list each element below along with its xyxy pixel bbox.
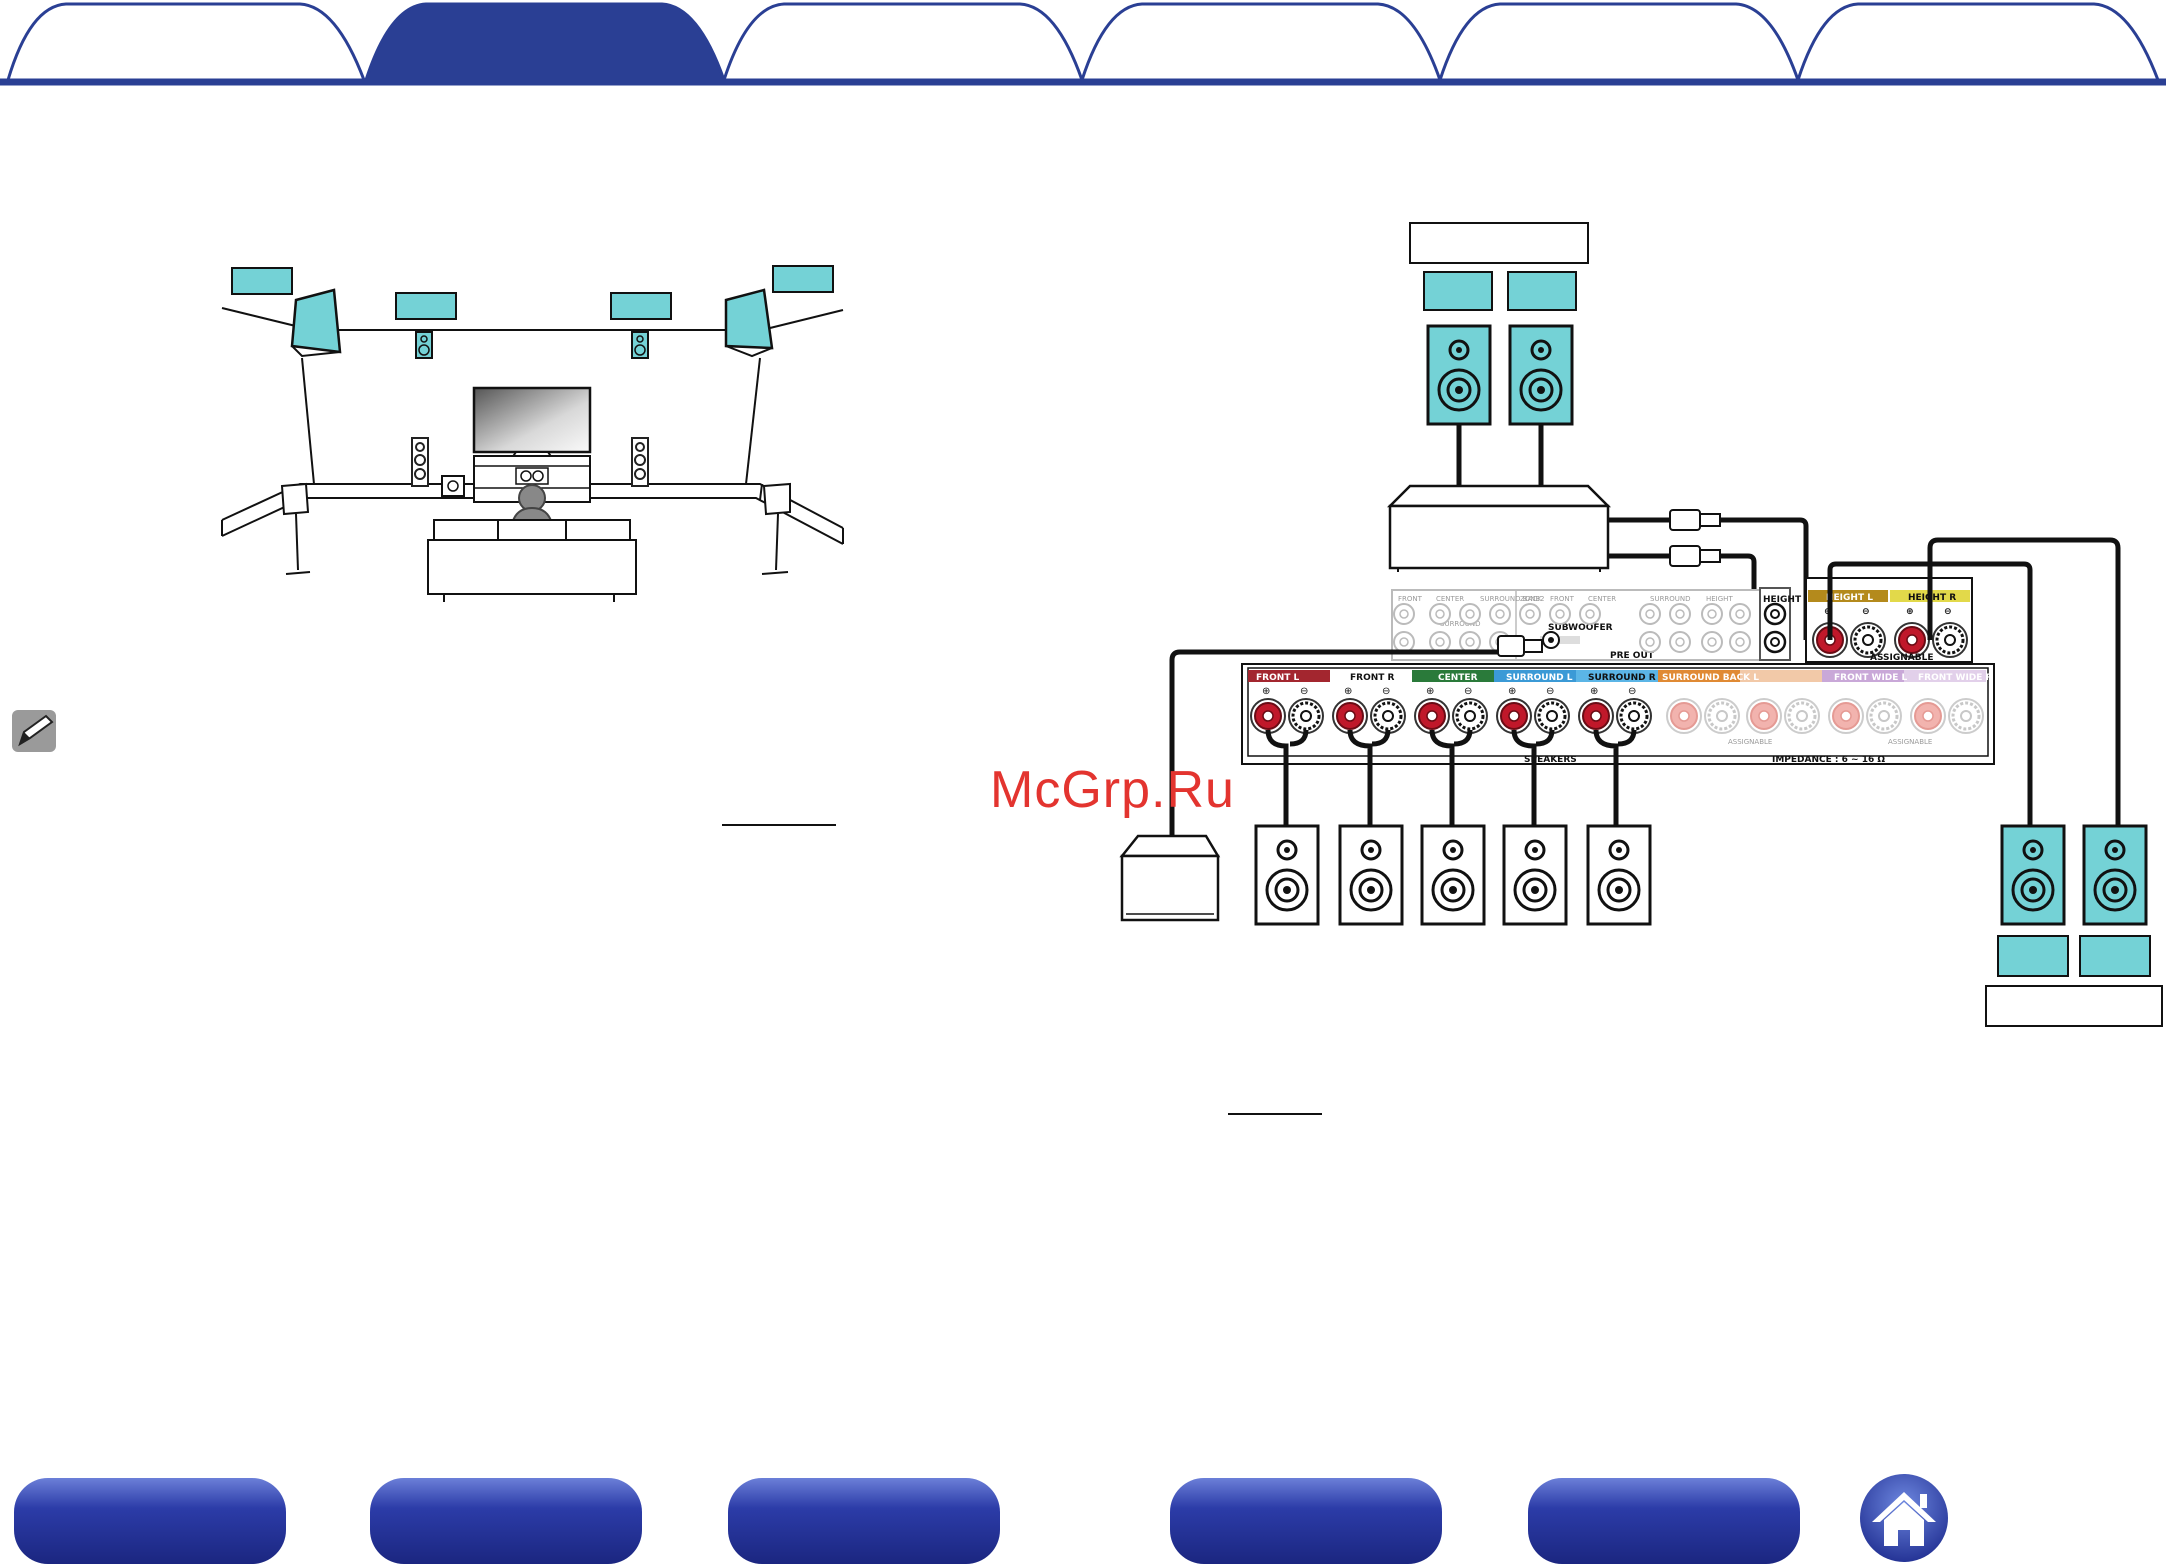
impedance-label: IMPEDANCE : 6 ~ 16 Ω (1772, 755, 1885, 765)
tab-1[interactable] (5, 2, 367, 82)
zone-ch-label-top-left (1423, 271, 1493, 311)
svg-text:⊖: ⊖ (1628, 686, 1636, 697)
ceiling-speaker-right-icon (631, 331, 649, 359)
label-box-top-right (772, 265, 834, 293)
subwoofer-cable (1169, 643, 1526, 838)
pre-out-height-active-label: HEIGHT (1763, 595, 1802, 605)
footer-button-4[interactable] (1170, 1478, 1442, 1564)
subwoofer-icon (1119, 834, 1221, 922)
surround-speaker-left-wired-icon (1502, 824, 1568, 926)
label-box-top-mid-right (610, 292, 672, 320)
tab-6[interactable] (1795, 2, 2161, 82)
note-pencil-icon (12, 710, 56, 752)
height-speaker-left-wired-icon (2000, 824, 2066, 926)
rca-cable-upper-icon (1608, 509, 1809, 640)
height-speaker-right-icon (724, 288, 774, 358)
footer-button-5[interactable] (1528, 1478, 1800, 1564)
pre-out-zone2-label: ZONE2 (1520, 595, 1544, 603)
front-l-label: FRONT L (1256, 673, 1300, 683)
pre-out-center-label: CENTER (1436, 595, 1464, 603)
front-speaker-left-icon (411, 437, 429, 487)
front-speaker-left-wired-icon (1254, 824, 1320, 926)
zone-speaker-top-left-icon (1426, 324, 1492, 426)
height-speaker-left-icon (290, 288, 342, 358)
pre-out-panel: FRONT CENTER SURROUND BACK ZONE2 FRONT C… (1391, 587, 1802, 661)
height-l-label: HEIGHT L (1826, 593, 1873, 603)
footer-nav (14, 1474, 1948, 1564)
height-ch-label-right (2079, 935, 2151, 977)
pre-out-front-label: FRONT (1398, 595, 1423, 603)
subwoofer-rca-plug-icon (1497, 635, 1543, 657)
svg-text:⊕: ⊕ (1344, 686, 1352, 697)
fw-assignable-label: ASSIGNABLE (1888, 738, 1932, 746)
height-zone-label-bottom (1985, 985, 2163, 1027)
zone-label-top (1409, 222, 1589, 264)
header-tab-bar (0, 2, 2166, 86)
footer-button-1[interactable] (14, 1478, 286, 1564)
svg-text:⊕: ⊕ (1906, 607, 1914, 617)
footer-button-3[interactable] (728, 1478, 1000, 1564)
surround-speaker-right-wired-icon (1586, 824, 1652, 926)
front-wide-r-label: FRONT WIDE R (1918, 673, 1993, 683)
home-icon (1872, 1492, 1936, 1546)
pre-out-front2-label: FRONT (1550, 595, 1575, 603)
tv-icon (472, 386, 592, 459)
rca-cable-lower-icon (1608, 545, 1757, 640)
ceiling-speaker-left-icon (415, 331, 433, 359)
front-speaker-right-icon (631, 437, 649, 487)
svg-text:⊖: ⊖ (1464, 686, 1472, 697)
pre-out-height-label: HEIGHT (1706, 595, 1733, 603)
pre-out-sb-label: SURROUND BACK (1480, 595, 1542, 603)
label-box-top-mid-left (395, 292, 457, 320)
front-wide-l-label: FRONT WIDE L (1834, 673, 1908, 683)
center-label: CENTER (1438, 673, 1478, 683)
front-speaker-right-wired-icon (1338, 824, 1404, 926)
sb-assignable-label: ASSIGNABLE (1728, 738, 1772, 746)
center-speaker-wired-icon (1420, 824, 1486, 926)
surround-r-label: SURROUND R (1588, 673, 1656, 683)
home-button[interactable] (1860, 1474, 1948, 1562)
pre-out-center2-label: CENTER (1588, 595, 1616, 603)
pre-out-subwoofer-label: SUBWOOFER (1548, 623, 1613, 633)
svg-text:⊖: ⊖ (1944, 607, 1952, 617)
watermark-text: McGrp.Ru (990, 761, 1235, 819)
surround-l-label: SURROUND L (1506, 673, 1573, 683)
zone-ch-label-top-right (1507, 271, 1577, 311)
svg-text:⊖: ⊖ (1546, 686, 1554, 697)
power-amplifier-icon (1386, 484, 1612, 572)
room-subwoofer-icon (441, 475, 465, 497)
room-height-labels (231, 265, 834, 320)
speakers-label: SPEAKERS (1524, 755, 1577, 765)
sofa-icon (427, 484, 637, 602)
tab-3[interactable] (721, 2, 1085, 82)
surround-back-l-label: SURROUND BACK L (1662, 673, 1759, 683)
svg-text:⊕: ⊕ (1426, 686, 1434, 697)
svg-text:⊖: ⊖ (1382, 686, 1390, 697)
wiring-diagram: FRONT CENTER SURROUND BACK ZONE2 FRONT C… (1119, 222, 2163, 1027)
tab-5[interactable] (1437, 2, 1801, 82)
surround-speaker-left-icon (280, 482, 311, 575)
label-box-top-left (231, 267, 293, 295)
surround-speaker-right-icon (761, 482, 791, 575)
zone-speaker-top-right-icon (1508, 324, 1574, 426)
svg-text:⊖: ⊖ (1862, 607, 1870, 617)
svg-text:⊕: ⊕ (1262, 686, 1270, 697)
footer-button-2[interactable] (370, 1478, 642, 1564)
height-ch-label-left (1997, 935, 2069, 977)
front-r-label: FRONT R (1350, 673, 1395, 683)
height-speaker-right-wired-icon (2082, 824, 2148, 926)
pre-out-surround-label: SURROUND (1650, 595, 1691, 603)
height-assignable-label: ASSIGNABLE (1870, 653, 1934, 663)
tab-2[interactable] (363, 2, 727, 82)
pre-out-label: PRE OUT (1610, 651, 1655, 661)
svg-text:⊖: ⊖ (1300, 686, 1308, 697)
svg-text:⊕: ⊕ (1508, 686, 1516, 697)
svg-text:⊕: ⊕ (1590, 686, 1598, 697)
pre-out-surround-mid-label: SURROUND (1440, 620, 1481, 628)
tab-4[interactable] (1079, 2, 1443, 82)
